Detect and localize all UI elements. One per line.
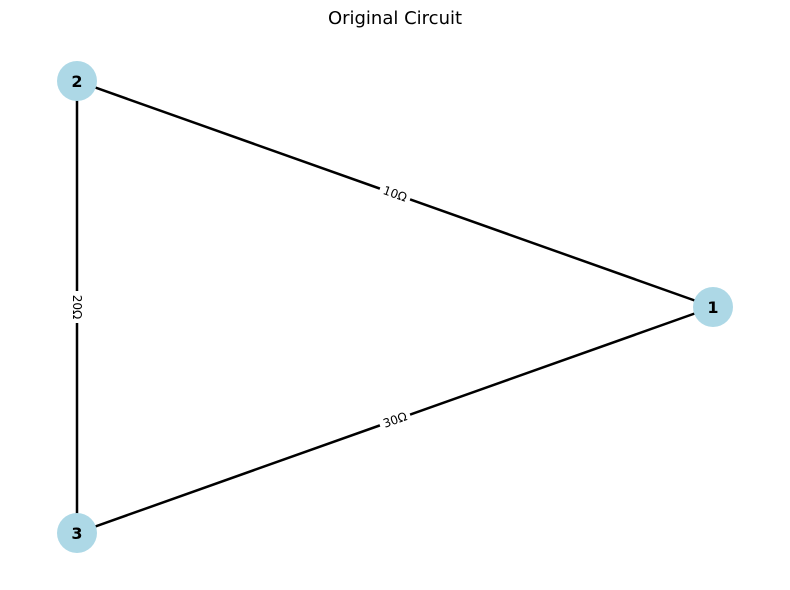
node-1: 1 (693, 287, 733, 327)
node-label: 3 (71, 524, 82, 543)
node-circle (57, 61, 97, 101)
node-3: 3 (57, 513, 97, 553)
edge-label-background (69, 291, 85, 323)
node-label: 1 (707, 298, 718, 317)
nodes-layer: 1 2 3 (57, 61, 733, 553)
edges-layer: 10Ω 20Ω 30Ω (69, 79, 714, 535)
edge-label-background (377, 181, 413, 207)
edge-label-background (377, 407, 413, 433)
diagram-title: Original Circuit (328, 8, 462, 29)
node-circle (57, 513, 97, 553)
node-label: 2 (71, 72, 82, 91)
edge-resistance-label: 20Ω (70, 295, 84, 319)
node-circle (693, 287, 733, 327)
edge-label-2-3: 20Ω (69, 291, 85, 323)
edge-label-2-1: 10Ω (377, 181, 413, 207)
node-2: 2 (57, 61, 97, 101)
edge-label-3-1: 30Ω (377, 407, 413, 433)
